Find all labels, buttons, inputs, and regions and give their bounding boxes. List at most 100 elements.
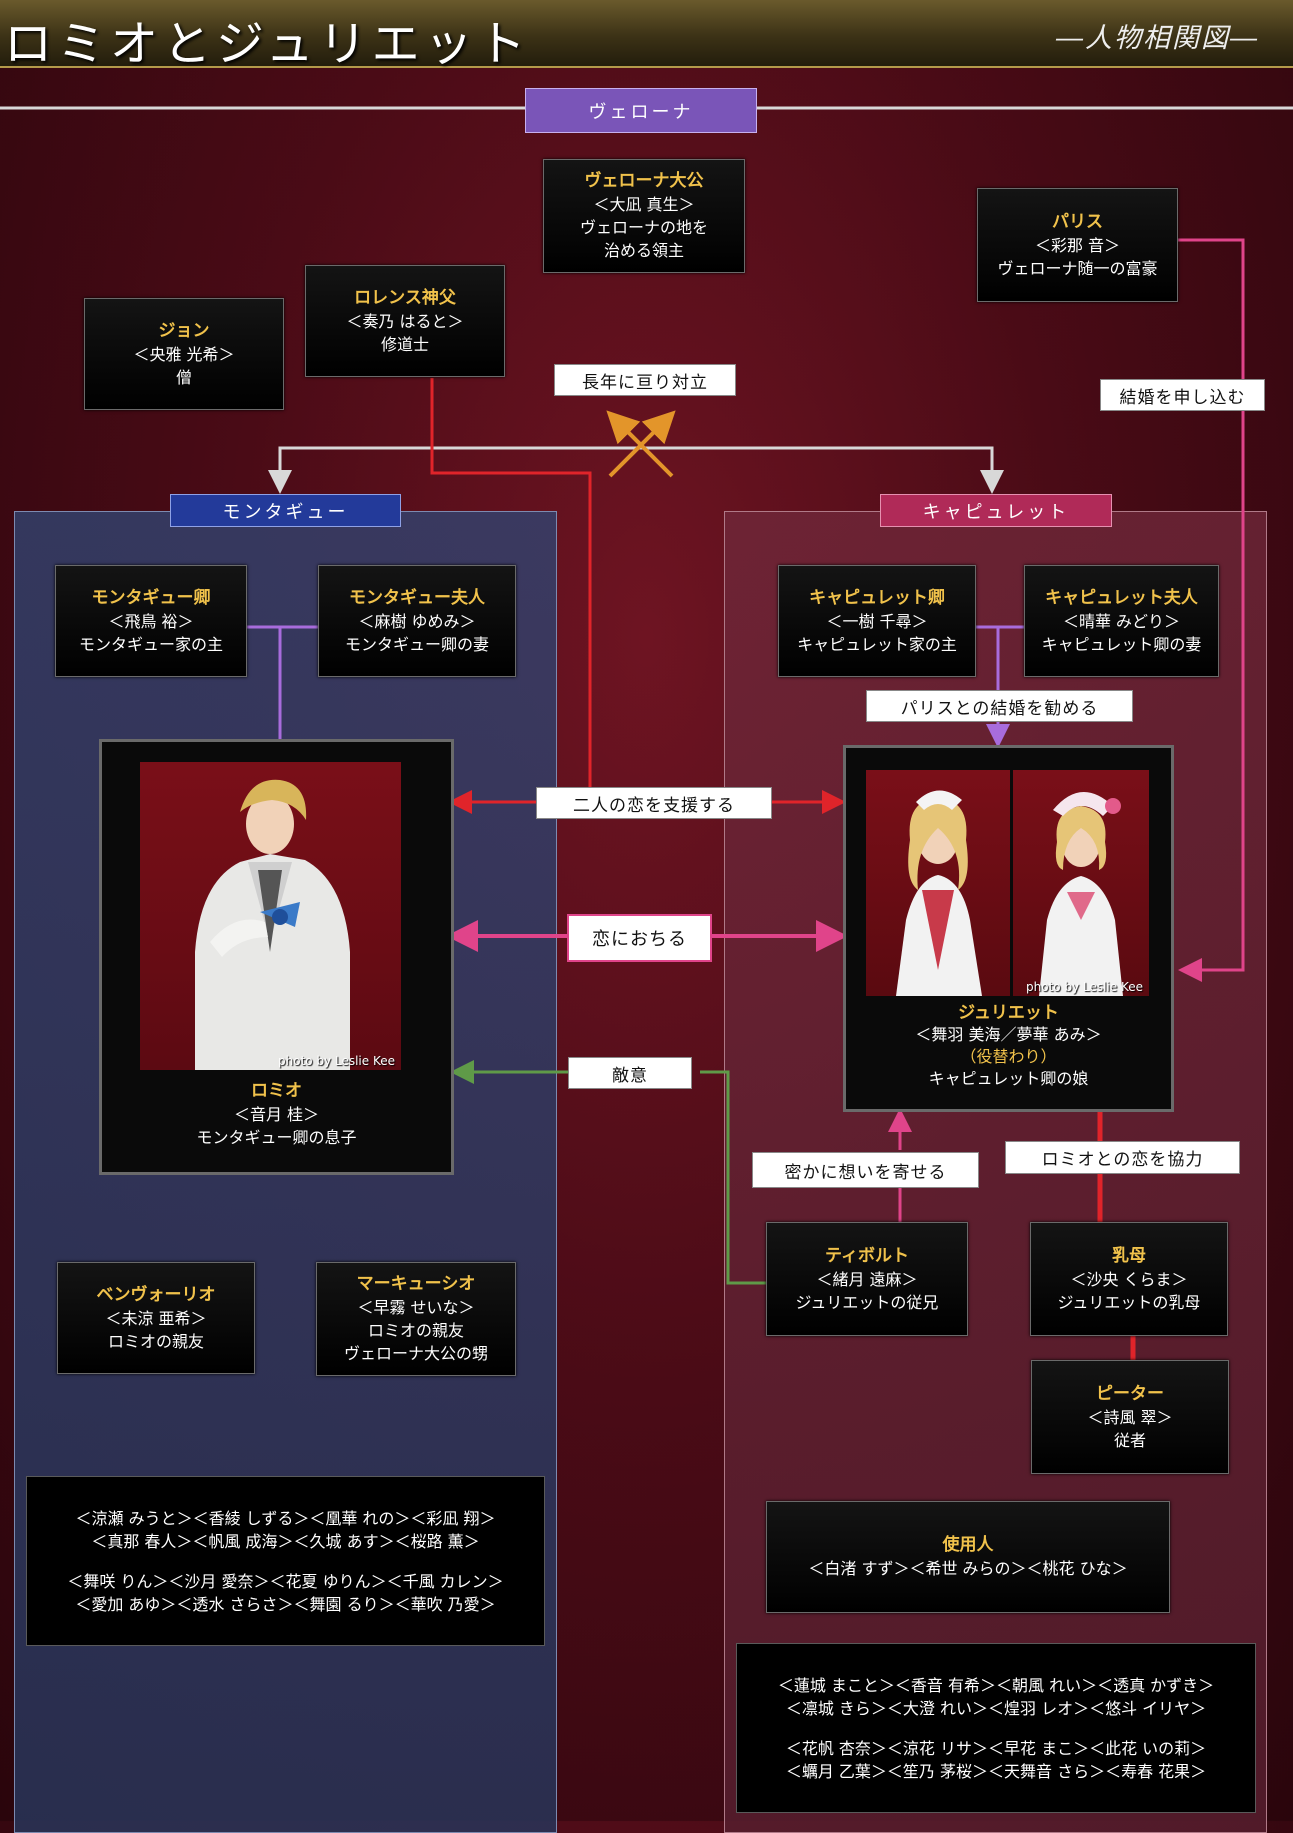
feud-line <box>278 446 994 486</box>
relation-urge: パリスとの結婚を勧める <box>866 690 1133 722</box>
character-actor: ＜奏乃 はると＞ <box>346 311 464 331</box>
ensemble-line: ＜真那 春人＞＜帆風 成海＞＜久城 あす＞＜桜路 薫＞ <box>91 1531 480 1551</box>
relation-support: 二人の恋を支援する <box>536 787 772 819</box>
character-actor: ＜白渚 すず＞＜希世 みらの＞＜桃花 ひな＞ <box>808 1559 1128 1578</box>
character-actor: ＜詩風 翠＞ <box>1087 1407 1173 1427</box>
character-lady-montague: モンタギュー夫人 ＜麻樹 ゆめみ＞ モンタギュー卿の妻 <box>318 565 516 677</box>
paris-propose-line <box>1178 238 1245 982</box>
relation-hostility: 敵意 <box>568 1057 692 1089</box>
character-prince: ヴェローナ大公 ＜大凪 真生＞ ヴェローナの地を 治める領主 <box>543 159 745 273</box>
character-actor: ＜大凪 真生＞ <box>593 195 695 214</box>
character-desc: モンタギュー卿の妻 <box>344 634 489 654</box>
character-desc: 治める領主 <box>603 241 684 260</box>
character-desc: ヴェローナの地を <box>579 218 708 237</box>
character-peter: ピーター ＜詩風 翠＞ 従者 <box>1031 1360 1229 1474</box>
ensemble-line: ＜舞咲 りん＞＜沙月 愛奈＞＜花夏 ゆりん＞＜千風 カレン＞ <box>67 1571 504 1591</box>
group-label-verona: ヴェローナ <box>525 88 757 133</box>
character-name: ピーター <box>1096 1383 1164 1404</box>
lawrence-support-line <box>430 378 592 802</box>
character-name: パリス <box>1052 211 1103 232</box>
character-benvolio: ベンヴォーリオ ＜未涼 亜希＞ ロミオの親友 <box>57 1262 255 1374</box>
character-servants: 使用人 ＜白渚 すず＞＜希世 みらの＞＜桃花 ひな＞ <box>766 1501 1170 1613</box>
character-actor: ＜音月 桂＞ <box>233 1105 320 1124</box>
photo-credit: photo by Leslie Kee <box>278 1054 395 1068</box>
character-name: 乳母 <box>1112 1245 1146 1266</box>
ensemble-line: ＜凛城 きら＞＜大澄 れい＞＜煌羽 レオ＞＜悠斗 イリヤ＞ <box>785 1698 1207 1718</box>
character-name: ヴェローナ大公 <box>584 171 704 191</box>
character-name: ロレンス神父 <box>354 287 456 308</box>
relation-propose: 結婚を申し込む <box>1100 379 1265 411</box>
character-actor: ＜舞羽 美海／夢華 あみ＞ <box>915 1025 1102 1044</box>
romeo-figure-illustration <box>195 779 350 1070</box>
tybalt-hostility-line <box>700 1070 766 1285</box>
character-lady-capulet: キャピュレット夫人 ＜晴華 みどり＞ キャピュレット卿の妻 <box>1024 565 1219 677</box>
ensemble-line: ＜蓮城 まこと＞＜香音 有希＞＜朝風 れい＞＜透真 かずき＞ <box>777 1675 1215 1695</box>
character-nurse: 乳母 ＜沙央 くらま＞ ジュリエットの乳母 <box>1030 1222 1228 1336</box>
feud-arrow-b <box>606 410 674 478</box>
character-name: 使用人 <box>942 1535 994 1555</box>
relation-secret: 密かに想いを寄せる <box>752 1152 979 1188</box>
character-romeo: photo by Leslie Kee ロミオ ＜音月 桂＞ モンタギュー卿の息… <box>99 739 454 1175</box>
character-name: モンタギュー卿 <box>91 587 211 608</box>
ensemble-line: ＜涼瀬 みうと＞＜香綾 しずる＞＜凰華 れの＞＜彩凪 翔＞ <box>75 1508 496 1528</box>
character-extra: （役替わり） <box>960 1047 1057 1066</box>
character-name: モンタギュー夫人 <box>349 587 485 608</box>
character-name: ベンヴォーリオ <box>96 1284 216 1305</box>
character-desc: ヴェローナ大公の甥 <box>343 1344 488 1363</box>
ensemble-line: ＜蠣月 乙葉＞＜笙乃 茅桜＞＜天舞音 さら＞＜寿春 花果＞ <box>785 1761 1207 1781</box>
header-bar: ロミオとジュリエット ―人物相関図― <box>0 0 1293 72</box>
character-tybalt: ティボルト ＜緒月 遠麻＞ ジュリエットの従兄 <box>766 1222 968 1336</box>
character-name: ジョン <box>158 320 210 341</box>
character-desc: モンタギュー卿の息子 <box>196 1128 357 1147</box>
character-desc: ヴェローナ随一の富豪 <box>997 258 1158 278</box>
character-actor: ＜早霧 せいな＞ <box>357 1298 475 1317</box>
character-desc: ジュリエットの従兄 <box>795 1292 939 1312</box>
character-lord-capulet: キャピュレット卿 ＜一樹 千尋＞ キャピュレット家の主 <box>778 565 976 677</box>
character-actor: ＜未涼 亜希＞ <box>105 1308 207 1328</box>
character-desc: キャピュレット家の主 <box>797 634 957 654</box>
ensemble-line: ＜花帆 杏奈＞＜涼花 リサ＞＜早花 まこ＞＜此花 いの莉＞ <box>785 1738 1207 1758</box>
montague-ensemble: ＜涼瀬 みうと＞＜香綾 しずる＞＜凰華 れの＞＜彩凪 翔＞ ＜真那 春人＞＜帆風… <box>26 1476 545 1646</box>
character-actor: ＜彩那 音＞ <box>1034 235 1121 255</box>
capulet-ensemble: ＜蓮城 まこと＞＜香音 有希＞＜朝風 れい＞＜透真 かずき＞ ＜凛城 きら＞＜大… <box>736 1643 1256 1813</box>
character-desc: ジュリエットの乳母 <box>1057 1292 1201 1312</box>
relation-love: 恋におちる <box>567 914 712 962</box>
character-name: ジュリエット <box>958 1003 1059 1023</box>
relation-feud: 長年に亘り対立 <box>554 364 736 396</box>
group-label-capulet: キャピュレット <box>880 494 1112 527</box>
character-paris: パリス ＜彩那 音＞ ヴェローナ随一の富豪 <box>977 188 1178 302</box>
character-actor: ＜沙央 くらま＞ <box>1070 1269 1188 1289</box>
character-desc: 僧 <box>175 367 192 387</box>
character-name: マーキューシオ <box>356 1274 476 1294</box>
character-name: ティボルト <box>825 1245 909 1266</box>
ensemble-line: ＜愛加 あゆ＞＜透水 さらさ＞＜舞園 るり＞＜華吹 乃愛＞ <box>75 1594 496 1614</box>
juliet-photo-b: photo by Leslie Kee <box>1013 770 1149 996</box>
character-john: ジョン ＜央雅 光希＞ 僧 <box>84 298 284 410</box>
photo-credit: photo by Leslie Kee <box>1026 980 1143 994</box>
group-label-montague: モンタギュー <box>170 494 401 527</box>
character-desc: モンタギュー家の主 <box>78 634 223 654</box>
character-desc: ロミオの親友 <box>107 1331 204 1351</box>
character-actor: ＜晴華 みどり＞ <box>1062 611 1181 631</box>
romeo-photo: photo by Leslie Kee <box>140 762 401 1070</box>
relation-cooperate: ロミオとの恋を協力 <box>1005 1141 1240 1174</box>
character-actor: ＜麻樹 ゆめみ＞ <box>358 611 476 631</box>
character-name: キャピュレット夫人 <box>1045 587 1198 608</box>
character-name: キャピュレット卿 <box>809 587 945 608</box>
page-title: ロミオとジュリエット <box>4 16 531 72</box>
character-actor: ＜一樹 千尋＞ <box>826 611 928 631</box>
character-desc: ロミオの親友 <box>367 1321 464 1340</box>
character-desc: キャピュレット卿の娘 <box>928 1069 1089 1088</box>
juliet-figure-illustration-b <box>1039 791 1123 996</box>
character-desc: キャピュレット卿の妻 <box>1041 634 1202 654</box>
character-juliet: photo by Leslie Kee ジュリエット ＜舞羽 美海／夢華 あみ＞… <box>843 745 1174 1112</box>
juliet-photo-a <box>866 770 1010 996</box>
character-mercutio: マーキューシオ ＜早霧 せいな＞ ロミオの親友 ヴェローナ大公の甥 <box>316 1262 516 1376</box>
character-lawrence: ロレンス神父 ＜奏乃 はると＞ 修道士 <box>305 265 505 377</box>
page-subtitle: ―人物相関図― <box>1056 23 1259 54</box>
character-actor: ＜央雅 光希＞ <box>133 344 235 364</box>
character-desc: 従者 <box>1113 1430 1146 1450</box>
character-actor: ＜緒月 遠麻＞ <box>816 1269 918 1289</box>
character-actor: ＜飛鳥 裕＞ <box>108 611 194 631</box>
